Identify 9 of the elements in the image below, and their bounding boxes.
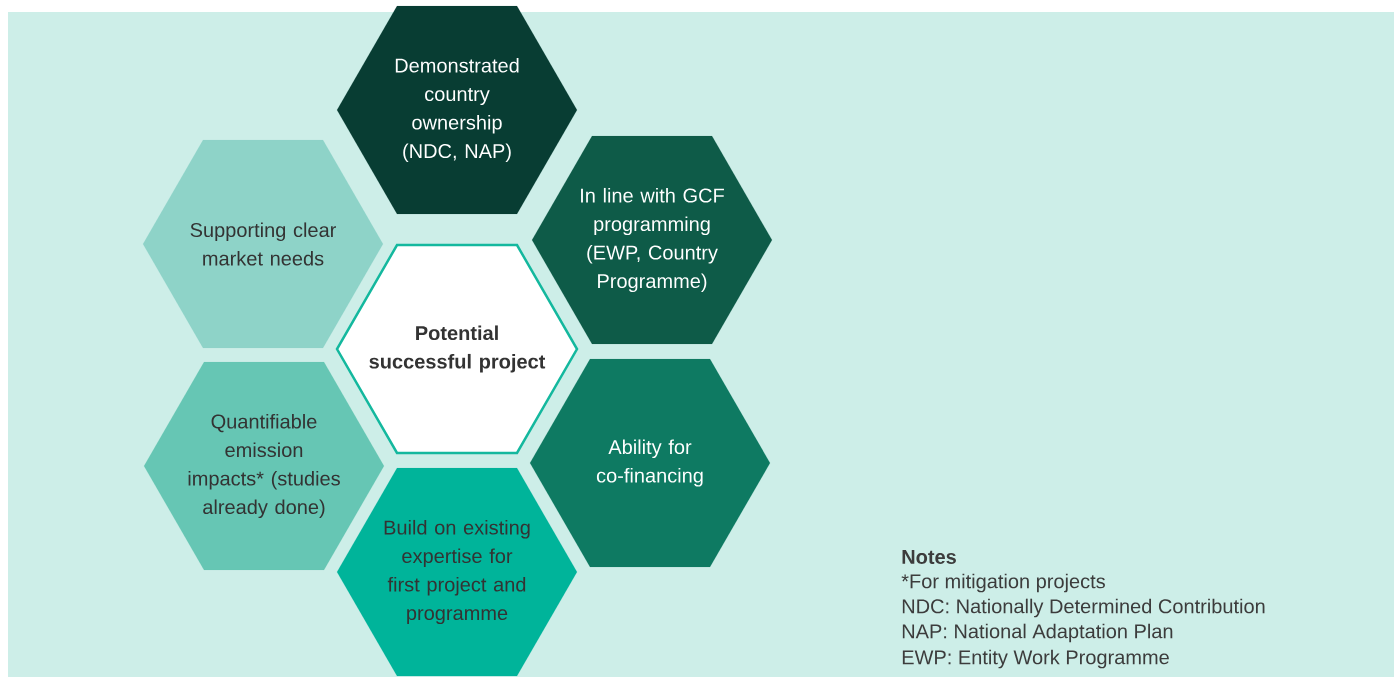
hexagon: In line with GCF programming (EWP, Country Programme) <box>531 136 773 344</box>
note-line: EWP: Entity Work Programme <box>902 649 1169 669</box>
hexagon: Potential successful project <box>335 243 579 455</box>
notes-heading: Notes <box>902 550 956 564</box>
note-line: NAP: National Adaptation Plan <box>902 623 1173 643</box>
hexagon: Supporting clear market needs <box>142 140 384 348</box>
hexagon: Demonstrated country ownership (NDC, NAP) <box>336 6 578 214</box>
note-line: NDC: Nationally Determined Contribution <box>902 598 1265 618</box>
note-line: *For mitigation projects <box>901 573 1105 593</box>
